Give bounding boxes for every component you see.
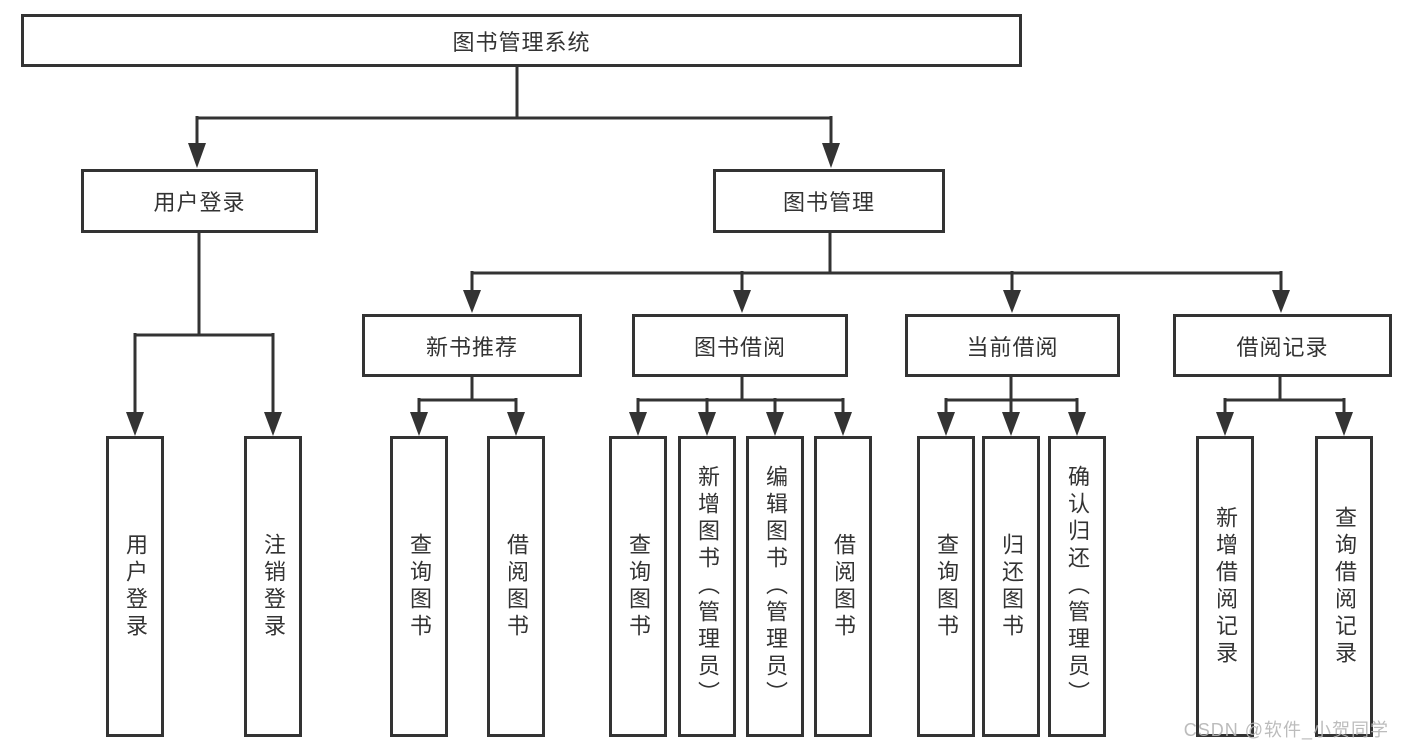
arrowhead-icon (1272, 290, 1290, 313)
arrowhead-icon (937, 412, 955, 436)
leaf-query-books-recommend: 查询图书 (390, 436, 448, 737)
arrowhead-icon (766, 412, 784, 436)
leaf-label: 查询借阅记录 (1332, 505, 1357, 668)
connector-root-to-level2 (188, 67, 840, 168)
leaf-label: 新增图书（管理员） (695, 465, 720, 708)
leaf-add-book-admin: 新增图书（管理员） (678, 436, 736, 737)
leaf-query-borrow-record: 查询借阅记录 (1315, 436, 1373, 737)
arrowhead-icon (188, 143, 206, 168)
arrowhead-icon (264, 412, 282, 436)
node-root: 图书管理系统 (21, 14, 1022, 67)
arrowhead-icon (507, 412, 525, 436)
arrowhead-icon (1003, 290, 1021, 313)
node-new-book-recommend: 新书推荐 (362, 314, 582, 377)
arrowhead-icon (463, 290, 481, 313)
leaf-query-books-current: 查询图书 (917, 436, 975, 737)
leaf-return-book: 归还图书 (982, 436, 1040, 737)
connector-user-login-children (126, 233, 282, 436)
leaf-borrow-books: 借阅图书 (814, 436, 872, 737)
watermark: CSDN @软件_小贺同学 (1183, 720, 1389, 740)
leaf-label: 归还图书 (999, 532, 1024, 641)
arrowhead-icon (410, 412, 428, 436)
leaf-query-books-borrow: 查询图书 (609, 436, 667, 737)
leaf-edit-book-admin: 编辑图书（管理员） (746, 436, 804, 737)
leaf-borrow-books-recommend: 借阅图书 (487, 436, 545, 737)
connector-book-management-children (463, 233, 1290, 313)
leaf-add-borrow-record: 新增借阅记录 (1196, 436, 1254, 737)
leaf-label: 确认归还（管理员） (1065, 465, 1090, 708)
arrowhead-icon (126, 412, 144, 436)
leaf-label: 用户登录 (123, 532, 148, 641)
leaf-label: 注销登录 (261, 532, 286, 641)
connector-book-borrow-children (629, 377, 852, 436)
leaf-label: 编辑图书（管理员） (763, 465, 788, 708)
leaf-logout: 注销登录 (244, 436, 302, 737)
node-book-borrow: 图书借阅 (632, 314, 848, 377)
node-current-borrow: 当前借阅 (905, 314, 1120, 377)
node-user-login: 用户登录 (81, 169, 318, 233)
leaf-confirm-return-admin: 确认归还（管理员） (1048, 436, 1106, 737)
arrowhead-icon (822, 143, 840, 168)
leaf-label: 查询图书 (407, 532, 432, 641)
leaf-label: 借阅图书 (504, 532, 529, 641)
leaf-label: 查询图书 (934, 532, 959, 641)
leaf-label: 借阅图书 (831, 532, 856, 641)
leaf-user-login: 用户登录 (106, 436, 164, 737)
connector-current-borrow-children (937, 377, 1086, 436)
arrowhead-icon (1002, 412, 1020, 436)
node-book-management: 图书管理 (713, 169, 945, 233)
connector-borrow-records-children (1216, 377, 1353, 436)
node-borrow-records: 借阅记录 (1173, 314, 1392, 377)
arrowhead-icon (1216, 412, 1234, 436)
arrowhead-icon (834, 412, 852, 436)
arrowhead-icon (733, 290, 751, 313)
arrowhead-icon (1335, 412, 1353, 436)
leaf-label: 查询图书 (626, 532, 651, 641)
arrowhead-icon (1068, 412, 1086, 436)
leaf-label: 新增借阅记录 (1213, 505, 1238, 668)
arrowhead-icon (629, 412, 647, 436)
connector-new-book-children (410, 377, 525, 436)
arrowhead-icon (698, 412, 716, 436)
